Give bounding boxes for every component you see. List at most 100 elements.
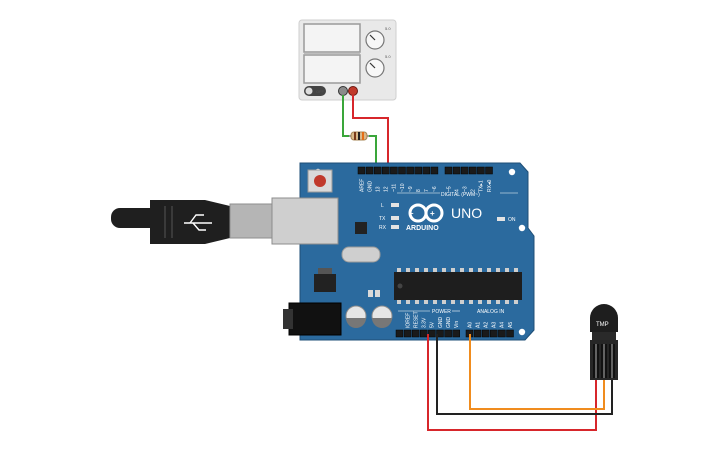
digital-pin-4[interactable]: [390, 166, 398, 175]
digital-pin-12[interactable]: [460, 166, 469, 175]
chip-pin-top-4: [433, 268, 437, 272]
chip-pin-bottom-1: [406, 300, 410, 304]
crystal: [341, 246, 381, 263]
digital-pin-11[interactable]: [452, 166, 461, 175]
digital-header[interactable]: [357, 166, 493, 175]
analog-pin-3[interactable]: [490, 329, 498, 338]
chip-pin-top-1: [406, 268, 410, 272]
power-pin-label-1: RESET: [414, 311, 420, 328]
tmp36-sensor[interactable]: TMP: [590, 304, 618, 380]
power-pin-2[interactable]: [411, 329, 420, 338]
knob1-label: 5.0: [385, 26, 391, 31]
power-pin-0[interactable]: [395, 329, 404, 338]
digital-pin-3[interactable]: [382, 166, 390, 175]
chip-pin-top-6: [451, 268, 455, 272]
wire-red-vcc[interactable]: [352, 95, 389, 168]
analog-pin-label-0: A0: [467, 322, 473, 328]
digital-header-label: DIGITAL (PWM~): [441, 192, 480, 198]
chip-pin-top-0: [397, 268, 401, 272]
logo-plus: +: [430, 209, 435, 218]
chip-pin-bottom-3: [424, 300, 428, 304]
power-supply[interactable]: 5.0 5.0 OFF: [298, 19, 397, 101]
analog-pin-label-5: A5: [508, 322, 514, 328]
negative-terminal[interactable]: [338, 86, 348, 96]
analog-pin-4[interactable]: [498, 329, 506, 338]
digital-pin-5[interactable]: [398, 166, 406, 175]
chip-pin-bottom-2: [415, 300, 419, 304]
led-l: [391, 203, 399, 207]
power-pin-7[interactable]: [452, 329, 460, 338]
power-pin-4[interactable]: [428, 329, 436, 338]
analog-pin-2[interactable]: [481, 329, 490, 338]
analog-header[interactable]: [465, 329, 514, 338]
power-header[interactable]: [395, 329, 460, 338]
power-pin-6[interactable]: [444, 329, 452, 338]
analog-pin-5[interactable]: [506, 329, 514, 338]
voltage-regulator: [314, 274, 336, 292]
power-header-label: POWER: [432, 309, 451, 315]
chip-pin-top-12: [505, 268, 509, 272]
chip-pin-bottom-13: [514, 300, 518, 304]
digital-pin-6[interactable]: [406, 166, 414, 175]
digital-pin-label-6: ~9: [408, 186, 414, 192]
power-pin-label-2: 3.3V: [422, 317, 428, 328]
wire-orange-a0[interactable]: [469, 334, 605, 410]
arduino-logo: [408, 203, 444, 223]
analog-pin-label-2: A2: [484, 322, 490, 328]
analog-pin-1[interactable]: [473, 329, 482, 338]
led-tx: [391, 216, 399, 220]
positive-terminal[interactable]: [348, 86, 358, 96]
chip-pin-bottom-8: [469, 300, 473, 304]
wire-red-5v[interactable]: [427, 334, 597, 431]
digital-pin-label-9: ~6: [432, 186, 438, 192]
digital-pin-10[interactable]: [444, 166, 453, 175]
digital-pin-label-1: GND: [367, 181, 373, 193]
digital-pin-0[interactable]: [357, 166, 366, 175]
switch-label: OFF: [316, 89, 325, 94]
usb-jack: [271, 197, 339, 245]
power-pin-3[interactable]: [420, 329, 428, 338]
digital-pin-label-8: 7: [424, 189, 430, 192]
power-pin-label-4: GND: [438, 317, 444, 329]
digital-pin-15[interactable]: [485, 166, 493, 175]
chip-pin-top-3: [424, 268, 428, 272]
digital-pin-9[interactable]: [430, 166, 439, 175]
chip-pin-bottom-9: [478, 300, 482, 304]
chip-pin-top-11: [496, 268, 500, 272]
chip-pin-top-5: [442, 268, 446, 272]
wire-black-gnd[interactable]: [436, 334, 613, 415]
led-rx-label: RX: [379, 225, 387, 231]
power-pin-1[interactable]: [403, 329, 412, 338]
digital-pin-2[interactable]: [373, 166, 382, 175]
voltage-display: [303, 23, 361, 53]
chip-pin-top-2: [415, 268, 419, 272]
digital-pin-14[interactable]: [477, 166, 485, 175]
digital-pin-label-10: ~5: [446, 186, 452, 192]
digital-pin-7[interactable]: [414, 166, 422, 175]
digital-pin-label-3: 12: [384, 186, 390, 192]
chip-pin-bottom-6: [451, 300, 455, 304]
chip-pin-bottom-0: [397, 300, 401, 304]
resistor[interactable]: [349, 131, 369, 141]
analog-pin-label-4: A4: [500, 322, 506, 328]
chip-pin-top-10: [487, 268, 491, 272]
digital-pin-1[interactable]: [365, 166, 374, 175]
power-pin-label-6: Vin: [454, 321, 460, 328]
chip-pin-top-8: [469, 268, 473, 272]
led-on-label: ON: [508, 217, 516, 223]
digital-pin-13[interactable]: [469, 166, 477, 175]
chip-pin-top-13: [514, 268, 518, 272]
usb-chip: [355, 222, 367, 234]
led-l-label: L: [381, 203, 384, 209]
digital-pin-8[interactable]: [422, 166, 431, 175]
reset-button[interactable]: [307, 169, 333, 193]
digital-pin-label-12: ~3: [463, 186, 469, 192]
chip-pins: [397, 268, 518, 304]
power-pin-5[interactable]: [436, 329, 444, 338]
brand-label: ARDUINO: [406, 225, 439, 232]
